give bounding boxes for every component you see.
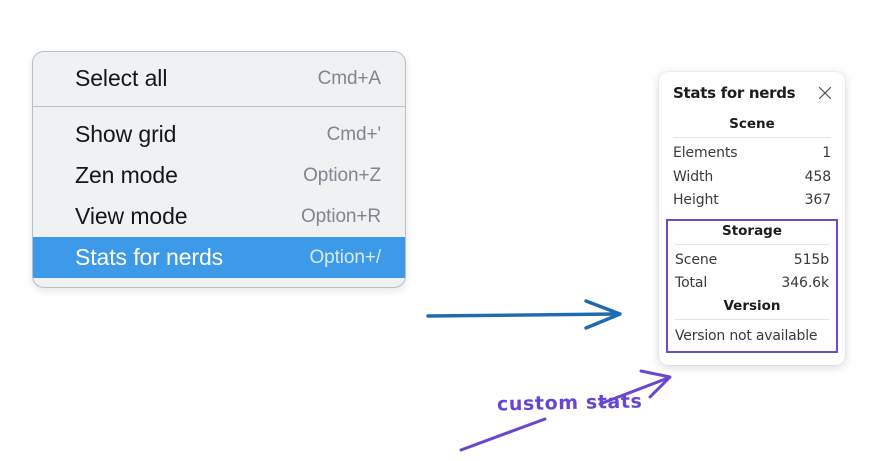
menu-item-show-grid[interactable]: Show grid Cmd+' (33, 114, 405, 155)
stats-section-storage: Storage Scene 515b Total 346.6k (675, 221, 829, 296)
menu-separator (33, 106, 405, 107)
custom-stats-annotation-label: custom stats (496, 390, 643, 416)
section-heading: Storage (721, 222, 783, 239)
section-rule (675, 243, 829, 245)
stat-key: Width (673, 168, 714, 185)
stat-value: 515b (793, 251, 829, 268)
stat-key: Scene (675, 251, 718, 268)
menu-item-shortcut: Option+Z (303, 164, 381, 186)
menu-item-shortcut: Cmd+' (326, 123, 381, 145)
stat-key: Total (675, 275, 708, 291)
menu-item-view-mode[interactable]: View mode Option+R (33, 196, 405, 237)
section-rule (673, 137, 831, 138)
stats-for-nerds-panel: Stats for nerds Scene Elements 1 Width 4… (659, 72, 845, 365)
menu-item-shortcut: Option+/ (309, 246, 381, 268)
stat-value: 458 (804, 168, 832, 185)
menu-item-label: Show grid (75, 121, 177, 147)
stat-row-height: Height 367 (673, 189, 831, 213)
section-rule (675, 318, 829, 320)
section-heading: Scene (729, 116, 775, 132)
stats-section-version: Version Version not available (675, 296, 829, 345)
blue-pointer-arrow (426, 299, 622, 330)
menu-group-view: Show grid Cmd+' Zen mode Option+Z View m… (33, 107, 405, 287)
stat-value: 346.6k (781, 275, 829, 291)
stat-value: 1 (822, 145, 831, 161)
stat-row-storage-scene: Scene 515b (675, 249, 829, 273)
menu-item-label: Stats for nerds (75, 244, 224, 270)
menu-item-label: Zen mode (75, 162, 178, 188)
stats-panel-titlebar: Stats for nerds (659, 84, 845, 102)
section-heading: Version (723, 297, 781, 314)
canvas-context-menu[interactable]: Select all Cmd+A Show grid Cmd+' Zen mod… (32, 51, 406, 288)
stat-key: Height (673, 192, 719, 208)
menu-item-shortcut: Option+R (301, 205, 381, 227)
menu-item-select-all[interactable]: Select all Cmd+A (33, 58, 405, 99)
menu-group-selection: Select all Cmd+A (33, 52, 405, 106)
version-not-available-text: Version not available (675, 327, 818, 344)
menu-item-label: View mode (75, 203, 188, 229)
menu-item-stats-for-nerds[interactable]: Stats for nerds Option+/ (33, 237, 405, 278)
close-icon[interactable] (816, 84, 834, 102)
stat-value: 367 (804, 192, 832, 208)
custom-stats-highlight-box: Storage Scene 515b Total 346.6k Version … (666, 218, 838, 353)
stat-row-width: Width 458 (673, 166, 831, 190)
stat-key: Elements (673, 145, 738, 161)
custom-stats-underline-stroke (459, 417, 547, 452)
stats-section-scene: Scene Elements 1 Width 458 Height 367 (659, 114, 845, 213)
menu-item-label: Select all (75, 65, 168, 91)
stats-panel-title: Stats for nerds (673, 84, 796, 102)
menu-item-shortcut: Cmd+A (317, 67, 381, 89)
menu-item-zen-mode[interactable]: Zen mode Option+Z (33, 155, 405, 196)
stat-row-elements: Elements 1 (673, 142, 831, 166)
stat-row-storage-total: Total 346.6k (675, 272, 829, 296)
